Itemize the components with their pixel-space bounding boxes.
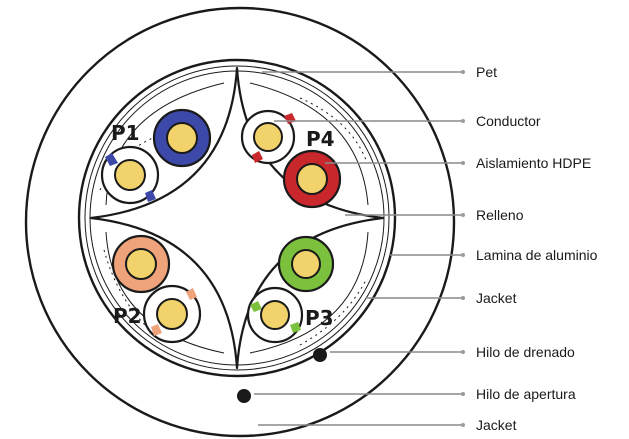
pair2-stripe [151,324,162,336]
pair1-label: P1 [111,121,140,145]
label-pet: Pet [476,64,497,80]
inner-jacket-ring [77,58,397,378]
label-hilo-drenado: Hilo de drenado [476,344,575,360]
leader-hilo-apertura-dot [461,392,465,396]
pair3-label: P3 [305,306,334,330]
wisp-tr [299,97,367,161]
pair2-stripe [186,288,197,300]
leader-jacket-outer-dot [461,423,465,427]
pair3-solid-conductor [291,249,321,279]
rip-cord [237,389,251,403]
leader-jacket-inner-dot [461,296,465,300]
leader-conductor-dot [461,119,465,123]
pair4-striped-conductor [253,122,283,152]
pair4-label: P4 [306,127,335,151]
pair4-stripe [252,151,263,163]
label-jacket-outer: Jacket [476,417,517,433]
pair4-solid-conductor [296,163,328,195]
label-conductor: Conductor [476,113,541,129]
pair1-striped-conductor [114,159,146,191]
drain-wire [313,348,327,362]
aluminium-foil-ring [84,65,390,371]
pair3-stripe [290,322,301,333]
leader-aislamiento-dot [461,161,465,165]
outer-jacket [24,6,456,438]
wisp-br [299,279,367,346]
pair1-stripe [105,153,118,166]
leader-pet-dot [461,70,465,74]
pair-1: P1 [100,108,212,205]
leader-lamina-dot [461,253,465,257]
pair3-stripe [250,301,262,312]
pair-3: P3 [246,235,335,344]
leader-lines [254,70,465,427]
leader-relleno-dot [461,213,465,217]
pair2-label: P2 [113,304,142,328]
pair2-solid-conductor [125,248,157,280]
label-aislamiento-hdpe: Aislamiento HDPE [476,155,591,171]
label-relleno: Relleno [476,207,524,223]
pair1-stripe [145,190,156,202]
pair2-striped-conductor [156,298,188,330]
quadrant-arc-bl [105,231,225,354]
pair3-striped-conductor [260,300,290,330]
label-jacket-inner: Jacket [476,290,517,306]
leader-hilo-drenado-dot [461,350,465,354]
pair-2: P2 [111,234,202,344]
wisp-bl [103,249,151,331]
label-lamina-aluminio: Lamina de aluminio [476,247,598,263]
pair-4: P4 [240,109,342,209]
label-hilo-apertura: Hilo de apertura [476,386,576,402]
quadrant-arc-tr [249,82,369,206]
quadrant-arc-br [249,231,369,354]
pair1-solid-conductor [166,122,198,154]
